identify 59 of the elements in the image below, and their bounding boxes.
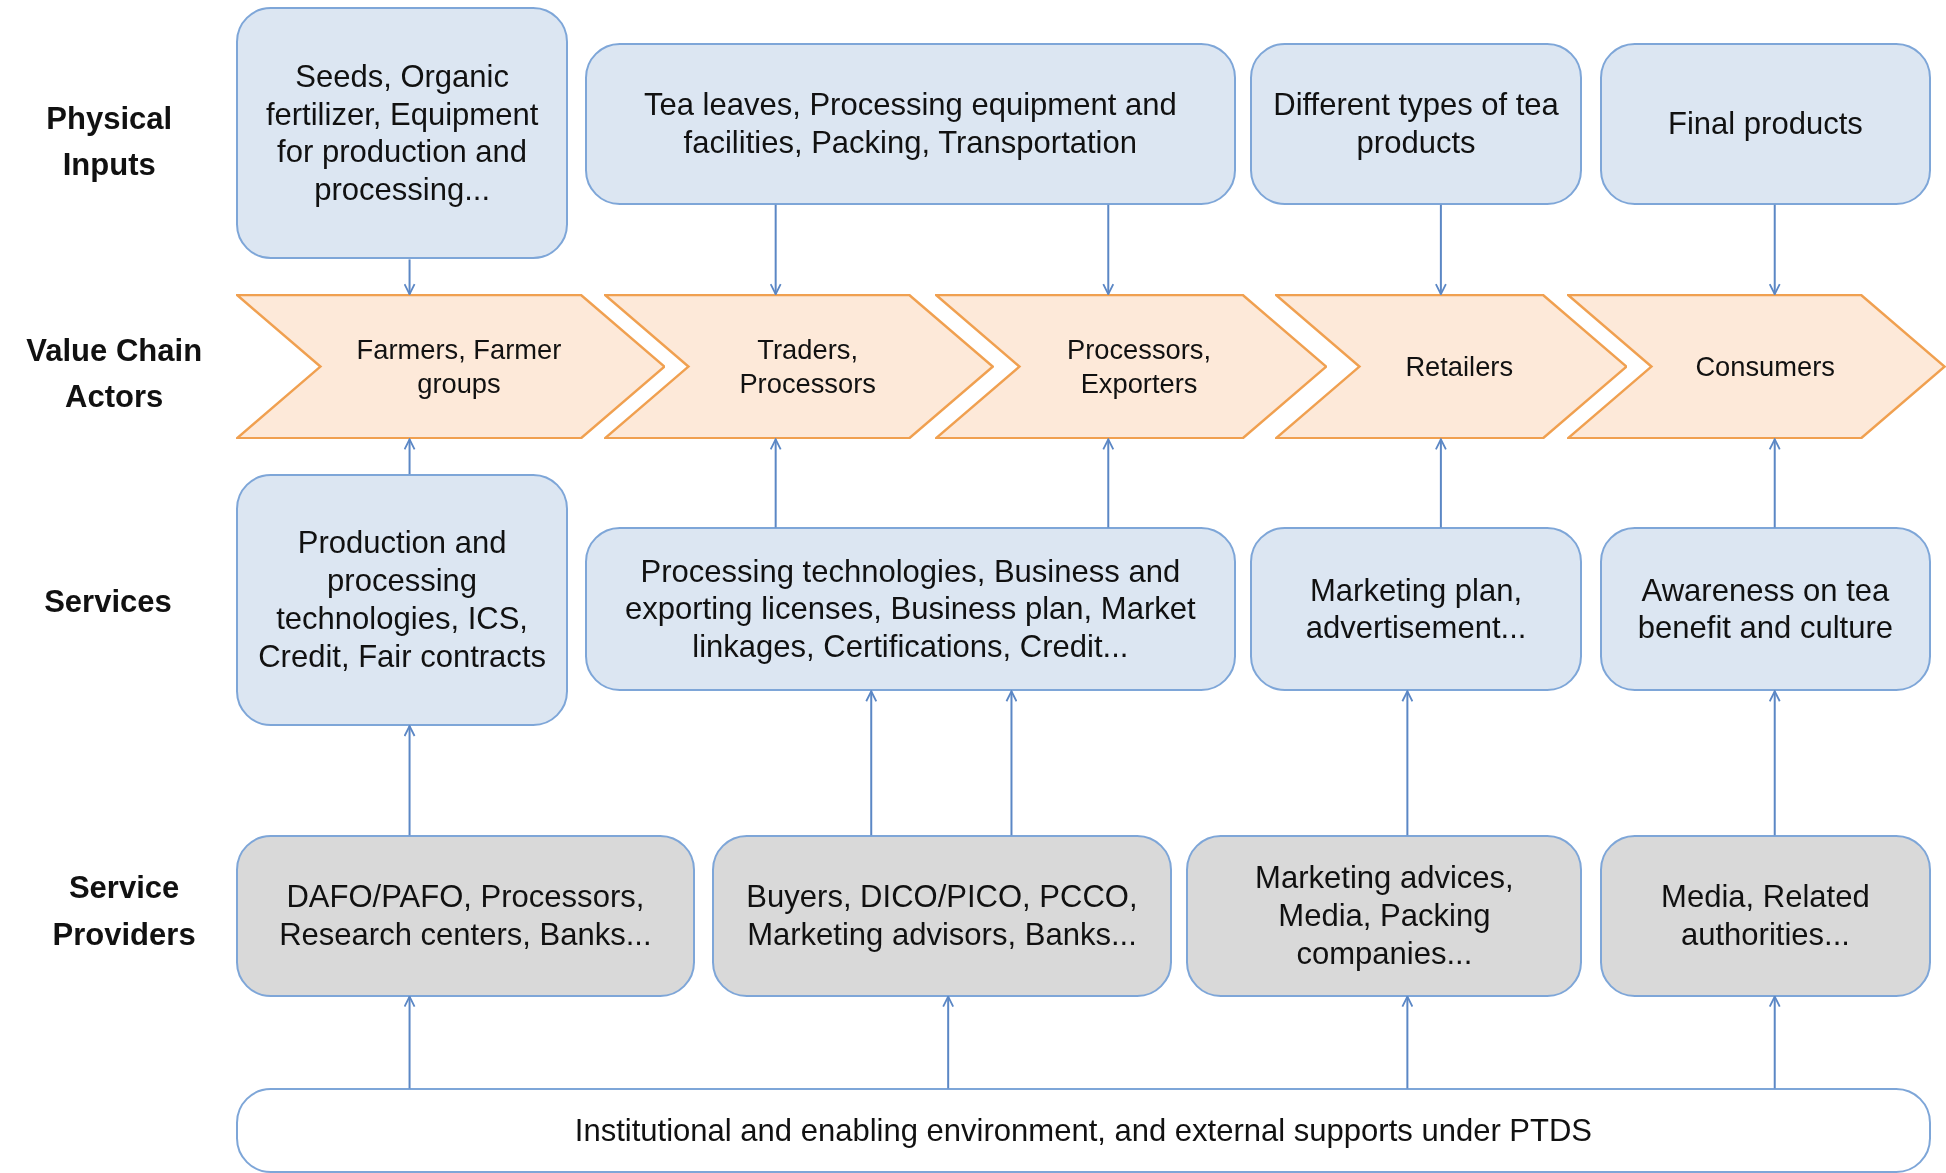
row-label: Value Chain Actors [25,332,204,417]
arrow [1768,203,1781,296]
arrow [1435,438,1447,529]
chevron-shape [1567,294,1946,440]
box-label: Institutional and enabling environment, and external supports under PTDS [574,1111,1593,1150]
input-box [584,43,1237,205]
provider-box [1186,835,1583,997]
provider-box [1599,835,1932,997]
arrow [1768,995,1781,1090]
input-box [235,7,569,260]
row-label: Services [43,582,173,621]
input-box [1599,43,1932,205]
row-label: Physical Inputs [45,100,174,185]
arrow [865,690,878,837]
box-label: Processors, Exporters [1066,333,1213,400]
arrow [1435,203,1447,296]
arrow [942,995,955,1090]
arrow [403,438,416,476]
chevron-shape [1274,294,1628,440]
box-label: Different types of tea products [1272,86,1560,162]
chevron-shape [235,294,666,440]
arrow [1401,995,1414,1090]
input-box [1249,43,1583,205]
box-label: Processing technologies, Business and exporting licenses, Business plan, Market linkages, Certifications, Credit... [624,552,1197,667]
box-label: Production and processing technologies, ICS, Credit, Fair contracts [257,524,547,676]
row-label: Service Providers [51,869,197,955]
arrow [1768,690,1781,837]
provider-box [235,835,695,997]
provider-box [712,835,1172,997]
box-label: Traders, Processors [738,333,877,400]
arrow [1005,690,1018,837]
arrow [769,203,782,296]
box-label: Media, Related authorities... [1660,878,1871,954]
arrow [403,995,416,1090]
box-label: Retailers [1405,350,1514,384]
arrow [403,258,416,296]
box-label: Tea leaves, Processing equipment and facilities, Packing, Transportation [642,86,1178,162]
arrow [1102,438,1115,529]
arrow [1102,203,1115,296]
box-label: DAFO/PAFO, Processors, Research centers, Banks... [278,878,653,954]
box-label: Marketing plan, advertisement... [1304,571,1528,648]
arrow [769,438,782,529]
service-box [1249,527,1583,692]
box-label: Farmers, Farmer groups [355,333,563,400]
box-label: Buyers, DICO/PICO, PCCO, Marketing advisors, Banks... [745,878,1139,954]
arrow [1401,690,1414,837]
service-box [235,474,569,726]
box-label: Final products [1668,105,1863,143]
box-label: Marketing advices, Media, Packing companies... [1254,859,1515,973]
box-label: Awareness on tea benefit and culture [1636,571,1894,648]
arrow [403,725,416,837]
box-label: Seeds, Organic fertilizer, Equipment for production and processing... [264,57,540,210]
service-box [584,527,1237,692]
box-label: Consumers [1695,350,1835,384]
chevron-shape [604,294,995,440]
chevron-shape [934,294,1327,440]
arrow [1768,438,1781,529]
service-box [1599,527,1932,692]
environment-bar [235,1088,1932,1173]
